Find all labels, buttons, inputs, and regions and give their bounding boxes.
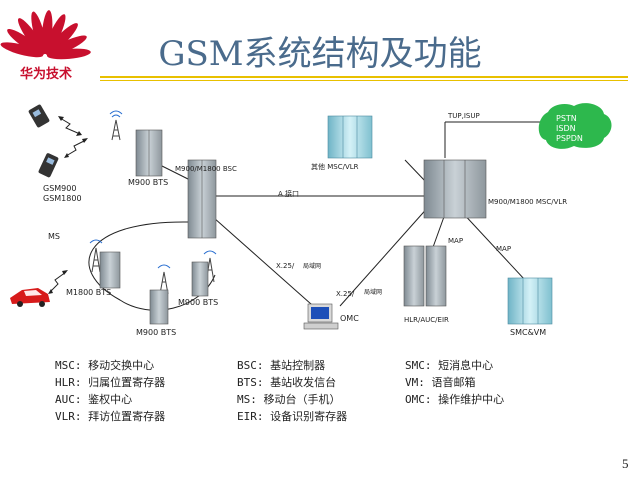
title-divider-thin xyxy=(100,80,628,81)
bsc-label: M900/M1800 BSC xyxy=(175,165,237,173)
msc-cabinet xyxy=(423,159,487,219)
x25-msc-label: X.25/ xyxy=(336,290,355,298)
bts-1800-label: M1800 BTS xyxy=(66,288,112,297)
mobile-phone-icon xyxy=(38,153,59,178)
gsm1800-label: GSM1800 xyxy=(43,194,82,203)
legend-item: BSC: 基站控制器 xyxy=(237,359,326,372)
hlr-cabinet-2 xyxy=(425,245,447,307)
huawei-petals-icon xyxy=(0,10,91,60)
smc-label: SMC&VM xyxy=(510,328,547,337)
abbreviation-legend: MSC: 移动交换中心 BSC: 基站控制器 SMC: 短消息中心 HLR: 归… xyxy=(55,358,595,424)
tup-isup-label: TUP,ISUP xyxy=(448,112,480,120)
isdn-label: ISDN xyxy=(556,124,576,133)
legend-item: BTS: 基站收发信台 xyxy=(237,376,337,389)
map-smc-label: MAP xyxy=(496,245,512,253)
omc-computer-icon xyxy=(303,303,339,330)
legend-item: SMC: 短消息中心 xyxy=(405,359,494,372)
page-title: GSM系统结构及功能 xyxy=(158,34,482,74)
omc-label: OMC xyxy=(340,314,359,323)
radio-wave-arrowheads xyxy=(48,116,88,294)
msc-label: M900/M1800 MSC/VLR xyxy=(488,198,568,206)
car-icon xyxy=(10,288,50,307)
msc-hlr-link xyxy=(431,213,446,251)
smc-cabinet xyxy=(507,277,553,325)
bts-right-label: M900 BTS xyxy=(178,298,219,307)
legend-item: MS: 移动台（手机） xyxy=(237,393,341,406)
lan-bsc-label: 局域网 xyxy=(303,263,322,270)
bsc-omc-link xyxy=(204,209,321,313)
legend-item: AUC: 鉴权中心 xyxy=(55,393,133,406)
msc-omc-link xyxy=(339,204,431,307)
link-lines xyxy=(88,121,548,313)
bts-right-cabinet xyxy=(191,261,209,297)
legend-item: OMC: 操作维护中心 xyxy=(405,393,505,406)
ms-label: MS xyxy=(48,232,60,241)
page-number: 5 xyxy=(622,456,629,471)
bts-bsc-link xyxy=(159,164,191,181)
msc-smc-link xyxy=(459,209,526,281)
bts-bottom-cabinet xyxy=(149,289,169,325)
legend-item: MSC: 移动交换中心 xyxy=(55,359,155,372)
pstn-label: PSTN xyxy=(556,114,577,123)
gsm900-label: GSM900 xyxy=(43,184,77,193)
antenna-tower-icon xyxy=(89,239,103,273)
pspdn-label: PSPDN xyxy=(556,134,583,143)
other-msc-cabinet xyxy=(327,115,373,159)
bsc-bts-loop xyxy=(88,221,216,311)
antenna-tower-icon xyxy=(157,264,171,295)
lan-msc-label: 局域网 xyxy=(364,289,383,296)
map-hlr-label: MAP xyxy=(448,237,464,245)
antenna-tower-icon xyxy=(109,110,123,141)
radio-waves xyxy=(49,117,87,293)
other-msc-label: 其他 MSC/VLR xyxy=(311,163,359,171)
pstn-cloud xyxy=(538,103,612,149)
mobile-phone-icon xyxy=(28,104,50,128)
x25-bsc-label: X.25/ xyxy=(276,262,295,270)
bts-bottom-label: M900 BTS xyxy=(136,328,177,337)
huawei-logo xyxy=(0,0,100,88)
legend-item: HLR: 归属位置寄存器 xyxy=(55,376,166,389)
bts-1800-cabinet xyxy=(99,251,121,289)
hlr-label: HLR/AUC/EIR xyxy=(404,316,449,324)
a-interface-label: A 接口 xyxy=(278,190,300,198)
title-divider xyxy=(100,76,628,78)
legend-item: EIR: 设备识别寄存器 xyxy=(237,410,348,423)
legend-item: VLR: 拜访位置寄存器 xyxy=(55,410,166,423)
legend-item: VM: 语音邮箱 xyxy=(405,376,476,389)
hlr-cabinet-1 xyxy=(403,245,425,307)
logo-text: 华为技术 xyxy=(19,67,72,82)
msc-other-msc-link xyxy=(404,159,427,183)
bts-top-label: M900 BTS xyxy=(128,178,169,187)
